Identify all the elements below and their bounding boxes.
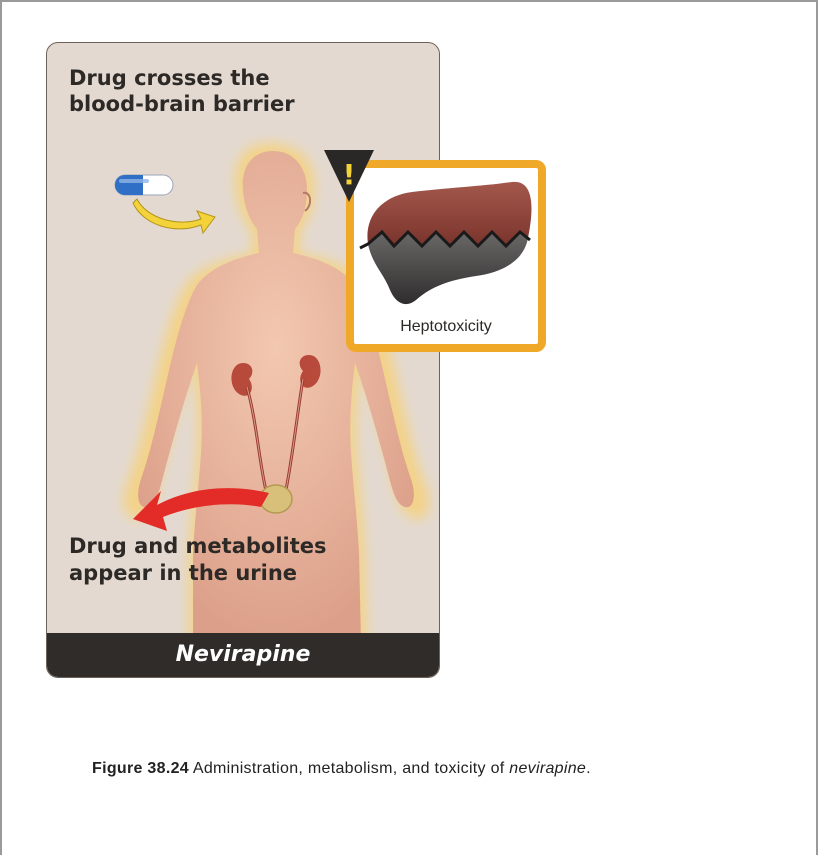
- hepatotoxicity-callout: Heptotoxicity: [346, 160, 546, 352]
- urine-label: Drug and metabolites appear in the urine: [69, 533, 369, 587]
- drug-name-banner: Nevirapine: [47, 633, 439, 677]
- figure-number: Figure 38.24: [92, 760, 189, 777]
- caption-text: Administration, metabolism, and toxicity…: [189, 760, 509, 777]
- blood-brain-barrier-label: Drug crosses the blood-brain barrier: [69, 65, 309, 117]
- hepatotoxicity-label: Heptotoxicity: [354, 318, 538, 336]
- urine-label-line2: appear in the urine: [69, 560, 369, 587]
- arrow-icon: [133, 199, 215, 233]
- warning-symbol: !: [343, 158, 356, 191]
- capsule-icon: [115, 175, 173, 195]
- caption-drug: nevirapine: [509, 760, 586, 777]
- urine-label-line1: Drug and metabolites: [69, 533, 369, 560]
- warning-icon: !: [322, 146, 376, 206]
- illustration-panel: Drug crosses the blood-brain barrier Dru…: [46, 42, 440, 678]
- caption-end: .: [586, 760, 591, 777]
- figure-caption: Figure 38.24 Administration, metabolism,…: [92, 760, 591, 778]
